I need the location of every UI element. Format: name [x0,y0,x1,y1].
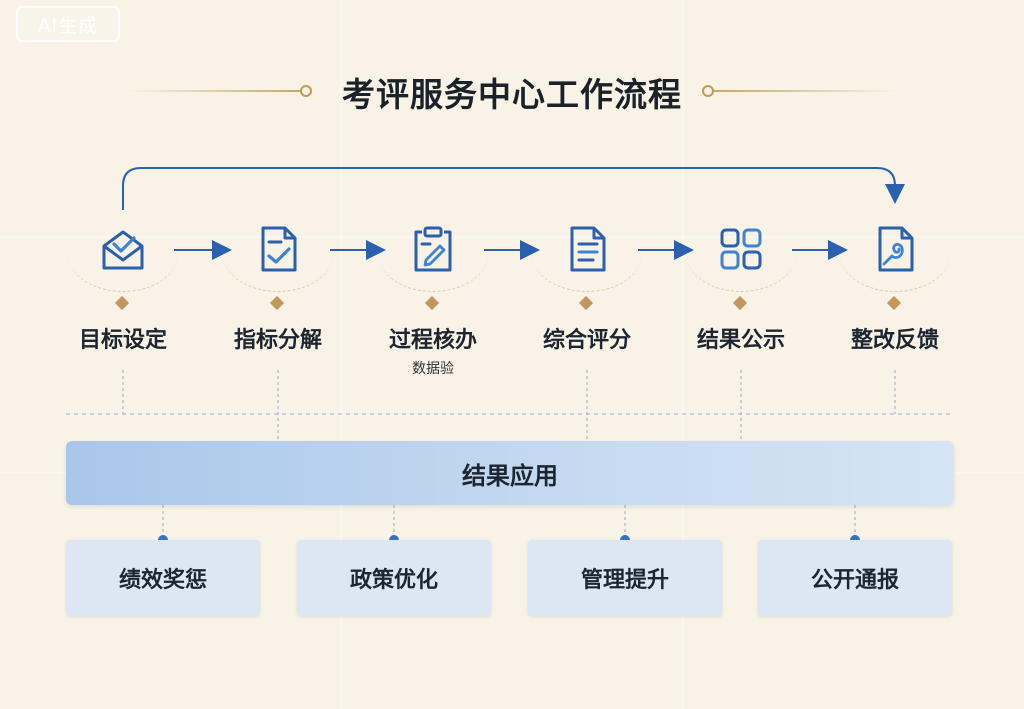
outcome-card-policy: 政策优化 [297,540,491,616]
grid-squares-icon [720,228,762,270]
outcome-card-public-notice: 公开通报 [758,540,952,616]
card-label: 公开通报 [810,568,899,593]
step-arc [840,216,950,292]
title-decor-dot-right [702,85,714,97]
step-label: 综合评分 [542,328,631,353]
paper-fold [340,0,342,709]
step-arc [532,216,642,292]
outcome-card-performance: 绩效奖惩 [66,540,260,616]
envelope-check-icon [102,230,144,270]
document-curl-icon [878,226,914,272]
clipboard-edit-icon [414,226,452,272]
document-lines-icon [570,226,606,272]
document-check-icon [261,226,297,272]
loop-back-arrow [122,167,905,210]
paper-fold [682,0,684,709]
step-label: 过程核办 [388,328,477,353]
title-decor-dot-left [300,85,312,97]
step-label: 结果公示 [696,328,785,353]
ai-watermark: AI生成 [16,6,120,42]
step-arc [223,216,333,292]
step-arc [68,216,178,292]
card-label: 绩效奖惩 [118,568,207,593]
step-arc [378,216,488,292]
card-label: 政策优化 [349,568,438,593]
step-arc [686,216,796,292]
step-label: 指标分解 [233,328,322,353]
band-label: 结果应用 [462,461,558,490]
title-decor-line-left [128,90,300,92]
step-sublabel: 数据验 [412,361,454,377]
card-label: 管理提升 [580,568,669,593]
result-application-band: 结果应用 [66,441,954,505]
title-decor-line-right [714,90,896,92]
outcome-card-management: 管理提升 [528,540,722,616]
paper-fold [0,236,1024,238]
title-row: 考评服务中心工作流程 [0,66,1024,114]
page-title: 考评服务中心工作流程 [342,75,682,114]
step-label: 整改反馈 [850,328,939,353]
step-label: 目标设定 [78,328,167,353]
